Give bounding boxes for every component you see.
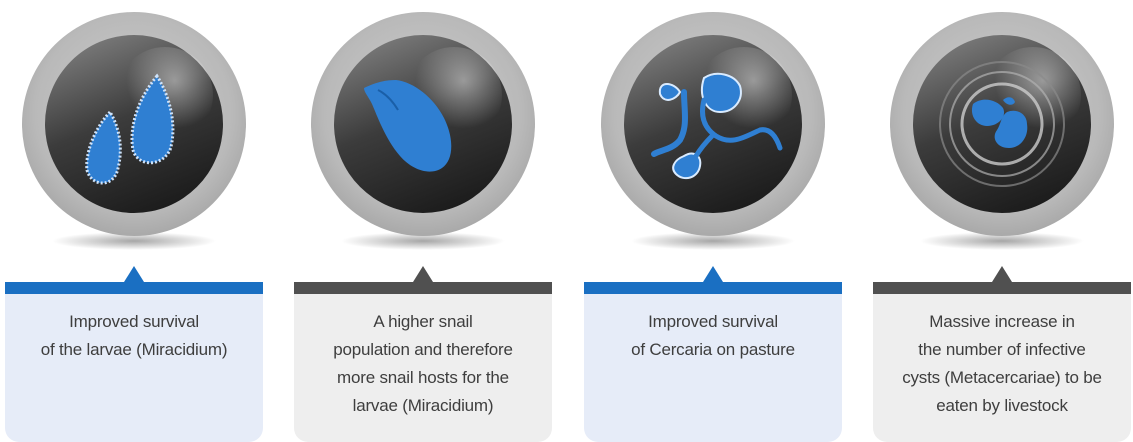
info-card: A higher snail population and therefore …: [294, 294, 552, 442]
card-text: Massive increase in the number of infect…: [889, 308, 1115, 420]
cercaria-icon: [584, 0, 842, 260]
miracidium-larvae-icon: [5, 0, 263, 260]
dark-pointer: [992, 266, 1012, 282]
metacercariae-cyst-icon: [873, 0, 1131, 260]
dark-pointer: [413, 266, 433, 282]
info-card: Massive increase in the number of infect…: [873, 294, 1131, 442]
dark-bar: [873, 282, 1131, 294]
blue-pointer: [703, 266, 723, 282]
blue-bar: [584, 282, 842, 294]
card-text: A higher snail population and therefore …: [310, 308, 536, 420]
blue-bar: [5, 282, 263, 294]
card-text: Improved survival of the larvae (Miracid…: [21, 308, 247, 364]
panel-3: Improved survival of Cercaria on pasture: [584, 0, 842, 442]
info-card: Improved survival of the larvae (Miracid…: [5, 294, 263, 442]
blue-pointer: [124, 266, 144, 282]
card-text: Improved survival of Cercaria on pasture: [600, 308, 826, 364]
panel-4: Massive increase in the number of infect…: [873, 0, 1131, 442]
dark-bar: [294, 282, 552, 294]
panel-2: A higher snail population and therefore …: [294, 0, 552, 442]
panel-1: Improved survival of the larvae (Miracid…: [5, 0, 263, 442]
snail-icon: [294, 0, 552, 260]
info-card: Improved survival of Cercaria on pasture: [584, 294, 842, 442]
